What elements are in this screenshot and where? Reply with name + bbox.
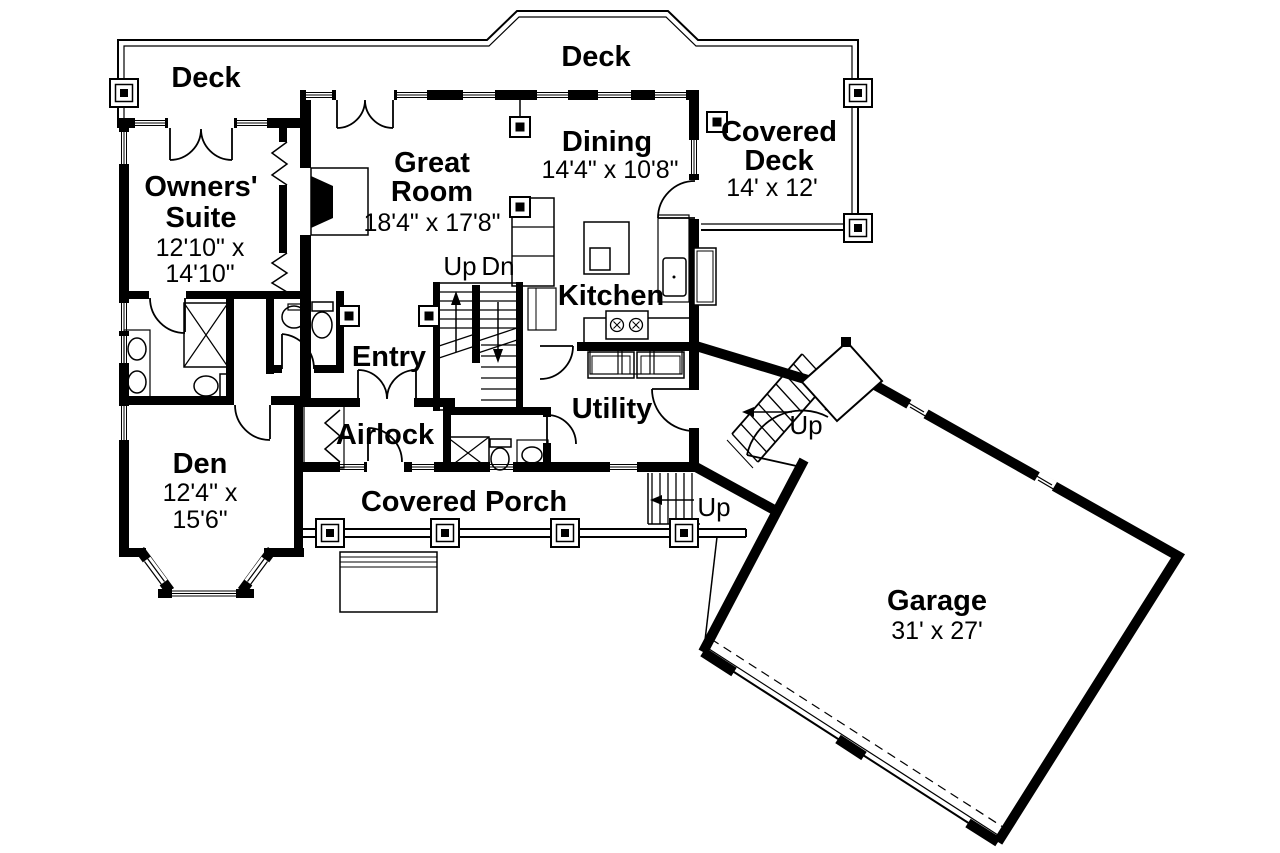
den-dims-2: 15'6" [172, 506, 227, 534]
great-room-cabinet [511, 197, 557, 331]
covered-deck-dims: 14' x 12' [726, 174, 818, 202]
covered-deck-label-2: Deck [744, 145, 814, 177]
great-room-label-1: Great [394, 147, 470, 179]
post [509, 116, 531, 138]
covered-porch-label: Covered Porch [361, 486, 567, 518]
windows [119, 90, 699, 598]
porch-posts [109, 78, 873, 548]
post [669, 518, 699, 548]
den-dims-1: 12'4" x [163, 479, 238, 507]
post [843, 78, 873, 108]
hall-bath-fixtures [446, 436, 549, 471]
shower [183, 302, 229, 368]
utility-label: Utility [572, 393, 653, 425]
garage-dims: 31' x 27' [891, 617, 983, 645]
front-steps [339, 551, 438, 613]
owners-suite-label-2: Suite [166, 202, 237, 234]
owners-suite-dims-1: 12'10" x [156, 234, 245, 262]
garage-windows [905, 398, 1058, 493]
post [418, 305, 440, 327]
post [338, 305, 360, 327]
post [109, 78, 139, 108]
dining-label: Dining [562, 126, 652, 158]
garage-stairs [726, 353, 829, 469]
stairs-up-label: Up [443, 251, 476, 281]
kitchen-label: Kitchen [558, 280, 664, 312]
post [430, 518, 460, 548]
main-staircase [435, 282, 521, 411]
shower [446, 436, 490, 470]
owners-bath-fixtures [123, 302, 232, 403]
great-room-label-2: Room [391, 176, 473, 208]
utility-appliances [583, 349, 689, 379]
closet-bifold-doors [270, 141, 345, 469]
kitchen-sink [662, 257, 687, 297]
post [550, 518, 580, 548]
vanity [123, 329, 151, 403]
great-room-dims: 18'4" x 17'8" [363, 209, 500, 237]
post [509, 196, 531, 218]
toilet [490, 447, 510, 471]
deck-outlines [117, 10, 859, 650]
deck-left-label: Deck [171, 62, 241, 94]
room-labels: Deck Deck Covered Deck 14' x 12' Owners'… [144, 41, 987, 645]
kitchen-fixtures [583, 214, 717, 375]
fireplace [310, 167, 369, 236]
post [315, 518, 345, 548]
entry-label: Entry [352, 341, 426, 373]
covered-deck-label-1: Covered [721, 116, 837, 148]
washer [587, 351, 635, 379]
stairs-dn-label: Dn [481, 251, 514, 281]
garage-label: Garage [887, 585, 987, 617]
dining-dims: 14'4" x 10'8" [541, 156, 678, 184]
interior-posts [338, 100, 728, 327]
door-swings [149, 99, 829, 468]
owners-suite-label-1: Owners' [144, 171, 257, 203]
sink [281, 305, 307, 329]
kitchen-island [583, 221, 630, 275]
post [843, 213, 873, 243]
powder-room-fixtures [281, 301, 334, 339]
cooktop [605, 310, 649, 340]
landing-post [841, 337, 851, 347]
toilet [193, 375, 219, 397]
deck-top-label: Deck [561, 41, 631, 73]
toilet [311, 311, 333, 339]
door-openings [149, 88, 700, 473]
garage-stair-landing [800, 337, 884, 423]
post [706, 111, 728, 133]
porch-up-label: Up [697, 492, 730, 522]
dryer [636, 351, 685, 379]
owners-suite-dims-2: 14'10" [165, 260, 234, 288]
den-label: Den [173, 448, 228, 480]
refrigerator [693, 247, 717, 306]
sink [521, 446, 543, 464]
airlock-label: Airlock [336, 419, 435, 451]
garage-up-label: Up [789, 410, 822, 440]
